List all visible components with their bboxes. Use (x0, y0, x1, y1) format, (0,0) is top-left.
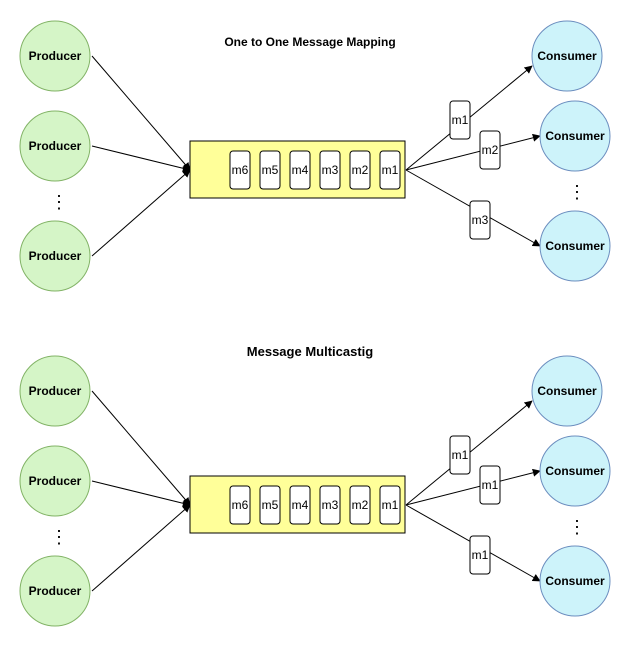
svg-text:m1: m1 (452, 113, 469, 127)
queue-message: m1 (379, 485, 401, 525)
edge-producer-queue (91, 480, 191, 508)
sent-message: m3 (469, 200, 491, 240)
producer-label: Producer (29, 474, 82, 488)
svg-text:m1: m1 (472, 548, 489, 562)
edge-queue-consumer (405, 468, 541, 506)
svg-text:m2: m2 (352, 498, 369, 512)
sent-message: m1 (449, 100, 471, 140)
queue-message: m6 (229, 485, 251, 525)
queue-message: m3 (319, 485, 341, 525)
svg-text:m2: m2 (482, 143, 499, 157)
producer-node: Producer (19, 355, 91, 427)
producer-node: Producer (19, 555, 91, 627)
message-queue: m6 m5 m4 m3 m2 m1 (189, 140, 406, 199)
svg-text:m3: m3 (472, 213, 489, 227)
consumer-node: Consumer (539, 100, 611, 172)
svg-text:m4: m4 (292, 498, 309, 512)
consumer-node: Consumer (539, 210, 611, 282)
consumer-label: Consumer (537, 384, 597, 398)
svg-text:m1: m1 (452, 448, 469, 462)
svg-text:m3: m3 (322, 498, 339, 512)
producer-node: Producer (19, 110, 91, 182)
producer-ellipsis: ⋮ (50, 192, 68, 212)
svg-text:m6: m6 (232, 163, 249, 177)
consumer-label: Consumer (545, 574, 605, 588)
consumer-ellipsis: ⋮ (568, 517, 586, 537)
svg-text:m5: m5 (262, 498, 279, 512)
edge-queue-consumer (405, 133, 541, 171)
producer-label: Producer (29, 139, 82, 153)
sent-message: m1 (449, 435, 471, 475)
producer-label: Producer (29, 584, 82, 598)
diagram-title: Message Multicastig (247, 344, 373, 359)
queue-message: m6 (229, 150, 251, 190)
queue-message: m4 (289, 150, 311, 190)
svg-text:m6: m6 (232, 498, 249, 512)
queue-message: m1 (379, 150, 401, 190)
message-queue: m6 m5 m4 m3 m2 m1 (189, 475, 406, 534)
consumer-label: Consumer (545, 464, 605, 478)
sent-message: m1 (469, 535, 491, 575)
queue-message: m3 (319, 150, 341, 190)
edge-producer-queue (91, 55, 191, 171)
queue-message: m2 (349, 150, 371, 190)
consumer-node: Consumer (531, 355, 603, 427)
svg-text:m1: m1 (382, 498, 399, 512)
producer-node: Producer (19, 220, 91, 292)
producer-node: Producer (19, 20, 91, 92)
edge-producer-queue (91, 390, 191, 506)
queue-message: m4 (289, 485, 311, 525)
queue-message: m5 (259, 150, 281, 190)
diagram-one-to-one: One to One Message Mapping Producer Prod… (19, 20, 611, 292)
svg-text:m5: m5 (262, 163, 279, 177)
edge-producer-queue (91, 145, 191, 173)
consumer-label: Consumer (545, 239, 605, 253)
edge-producer-queue (91, 169, 191, 257)
queue-message: m5 (259, 485, 281, 525)
consumer-label: Consumer (537, 49, 597, 63)
svg-text:m2: m2 (352, 163, 369, 177)
sent-message: m2 (479, 130, 501, 170)
sent-message: m1 (479, 465, 501, 505)
svg-text:m1: m1 (482, 478, 499, 492)
svg-text:m3: m3 (322, 163, 339, 177)
consumer-node: Consumer (531, 20, 603, 92)
producer-label: Producer (29, 384, 82, 398)
consumer-node: Consumer (539, 545, 611, 617)
diagram-multicast: Message Multicastig Producer Producer ⋮ … (19, 344, 611, 627)
queue-message: m2 (349, 485, 371, 525)
consumer-node: Consumer (539, 435, 611, 507)
producer-label: Producer (29, 249, 82, 263)
producer-node: Producer (19, 445, 91, 517)
edge-producer-queue (91, 504, 191, 592)
consumer-ellipsis: ⋮ (568, 182, 586, 202)
producer-label: Producer (29, 49, 82, 63)
consumer-label: Consumer (545, 129, 605, 143)
diagram-title: One to One Message Mapping (224, 35, 395, 49)
producer-ellipsis: ⋮ (50, 527, 68, 547)
svg-text:m1: m1 (382, 163, 399, 177)
svg-text:m4: m4 (292, 163, 309, 177)
